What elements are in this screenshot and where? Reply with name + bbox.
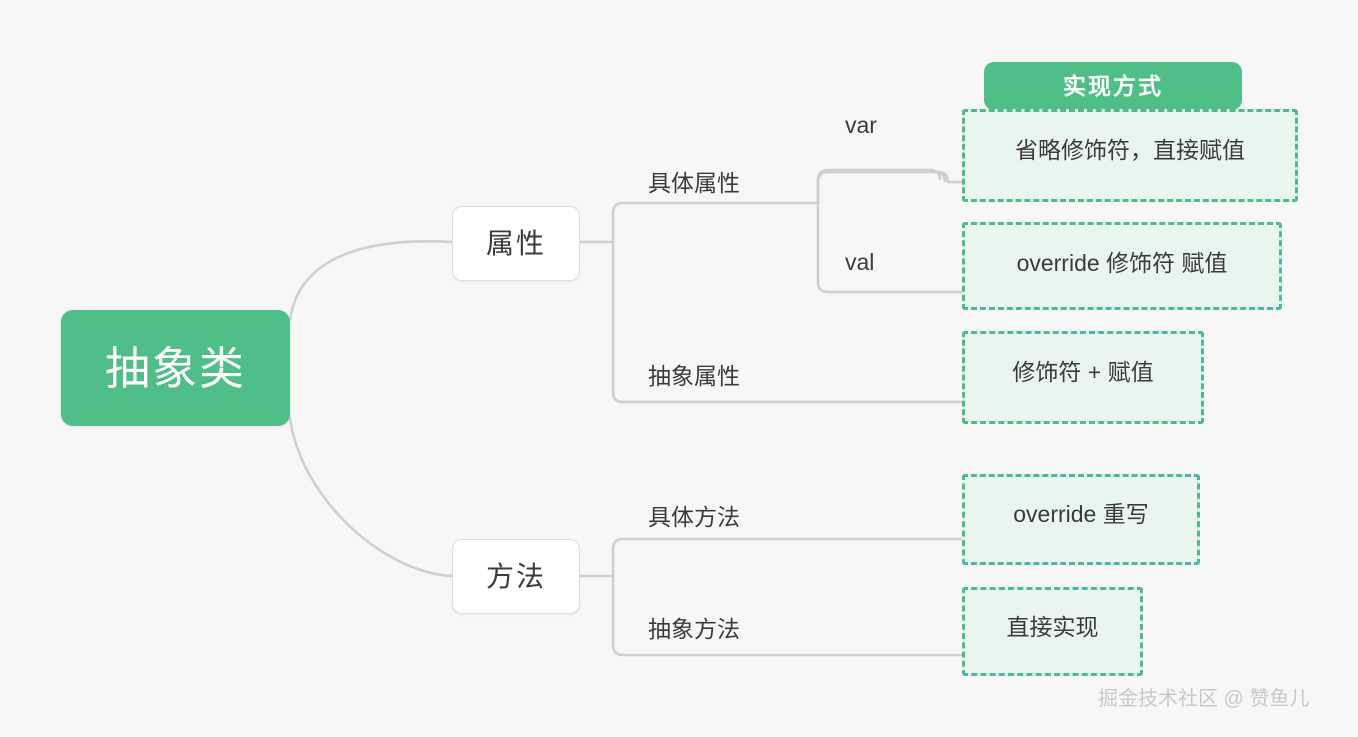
leaf-box-abstract-attribute-implementation[interactable]: 修饰符 + 赋值 bbox=[962, 331, 1204, 424]
edge-methods-spine-up bbox=[611, 537, 964, 578]
branch-node-methods-label: 方法 bbox=[485, 560, 546, 592]
edge-to-var bbox=[816, 170, 950, 205]
leaf-box-concrete-method-implementation[interactable]: override 重写 bbox=[962, 474, 1200, 565]
root-node[interactable]: 抽象类 bbox=[61, 310, 290, 426]
leaf-box-abstract-method-implementation-label: 直接实现 bbox=[1006, 614, 1099, 640]
node-label-abstract-method[interactable]: 抽象方法 bbox=[648, 616, 740, 642]
node-label-val[interactable]: val bbox=[845, 249, 875, 275]
branch-node-methods[interactable]: 方法 bbox=[452, 539, 580, 614]
leaf-box-var-implementation-label: 省略修饰符，直接赋值 bbox=[1015, 137, 1245, 163]
leaf-box-var-implementation[interactable]: 省略修饰符，直接赋值 bbox=[962, 109, 1298, 202]
root-node-label: 抽象类 bbox=[104, 342, 246, 394]
leaf-box-concrete-method-implementation-label: override 重写 bbox=[1013, 501, 1149, 527]
edge-to-val bbox=[816, 201, 964, 294]
branch-node-attributes-label: 属性 bbox=[485, 227, 546, 259]
section-header-label: 实现方式 bbox=[1063, 72, 1163, 99]
leaf-box-abstract-method-implementation[interactable]: 直接实现 bbox=[962, 587, 1143, 676]
node-label-concrete-attribute[interactable]: 具体属性 bbox=[648, 170, 740, 196]
watermark-text: 掘金技术社区 @ 赞鱼儿 bbox=[1098, 688, 1310, 710]
edge-concrete-attr-spine-up bbox=[816, 168, 942, 205]
edge-root-to-attributes bbox=[288, 240, 454, 322]
section-header-implementation: 实现方式 bbox=[984, 62, 1242, 110]
node-label-var[interactable]: var bbox=[845, 112, 877, 138]
branch-node-attributes[interactable]: 属性 bbox=[452, 206, 580, 281]
leaf-box-abstract-attribute-implementation-label: 修饰符 + 赋值 bbox=[1012, 359, 1154, 385]
node-label-concrete-method[interactable]: 具体方法 bbox=[648, 504, 740, 530]
leaf-box-val-implementation[interactable]: override 修饰符 赋值 bbox=[962, 222, 1282, 310]
edge-root-to-methods bbox=[288, 416, 454, 578]
edge-attributes-spine bbox=[611, 201, 820, 244]
node-label-abstract-attribute[interactable]: 抽象属性 bbox=[648, 363, 740, 389]
leaf-box-val-implementation-label: override 修饰符 赋值 bbox=[1016, 250, 1228, 276]
edge-var-branch bbox=[816, 170, 947, 205]
